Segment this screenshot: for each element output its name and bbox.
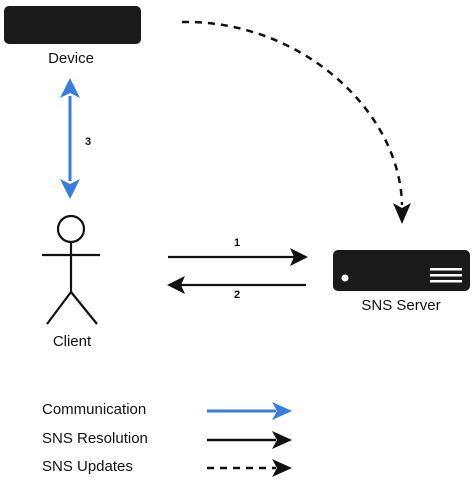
communication-edge: 3 bbox=[60, 78, 91, 199]
legend-label-updates: SNS Updates bbox=[42, 458, 133, 475]
communication-arrowhead-bottom bbox=[60, 179, 80, 199]
device-icon bbox=[4, 6, 141, 44]
response-edge: 2 bbox=[167, 276, 306, 301]
device-label: Device bbox=[48, 50, 94, 67]
server-icon bbox=[333, 250, 470, 291]
legend-arrow-resolution bbox=[272, 431, 292, 449]
legend-item-updates: SNS Updates bbox=[42, 458, 292, 477]
stick-figure-icon bbox=[42, 214, 100, 325]
legend-label-resolution: SNS Resolution bbox=[42, 430, 148, 447]
updates-arrowhead bbox=[393, 203, 411, 224]
legend-item-resolution: SNS Resolution bbox=[42, 430, 292, 449]
response-edge-number: 2 bbox=[234, 289, 240, 301]
legend-arrow-updates bbox=[272, 459, 292, 477]
communication-edge-number: 3 bbox=[85, 136, 91, 148]
legend-label-communication: Communication bbox=[42, 401, 146, 418]
communication-arrowhead-top bbox=[60, 78, 80, 98]
legend: Communication SNS Resolution SNS Updates bbox=[42, 401, 292, 477]
request-edge-number: 1 bbox=[234, 237, 240, 249]
server-node: SNS Server bbox=[333, 250, 470, 314]
device-node: Device bbox=[4, 6, 141, 67]
client-label: Client bbox=[53, 333, 92, 350]
legend-arrow-communication bbox=[272, 402, 292, 420]
legend-item-communication: Communication bbox=[42, 401, 292, 420]
request-edge: 1 bbox=[168, 237, 308, 266]
response-arrowhead bbox=[167, 276, 185, 294]
updates-edge bbox=[181, 20, 411, 224]
client-node: Client bbox=[42, 214, 100, 350]
server-label: SNS Server bbox=[361, 297, 440, 314]
request-arrowhead bbox=[290, 248, 308, 266]
